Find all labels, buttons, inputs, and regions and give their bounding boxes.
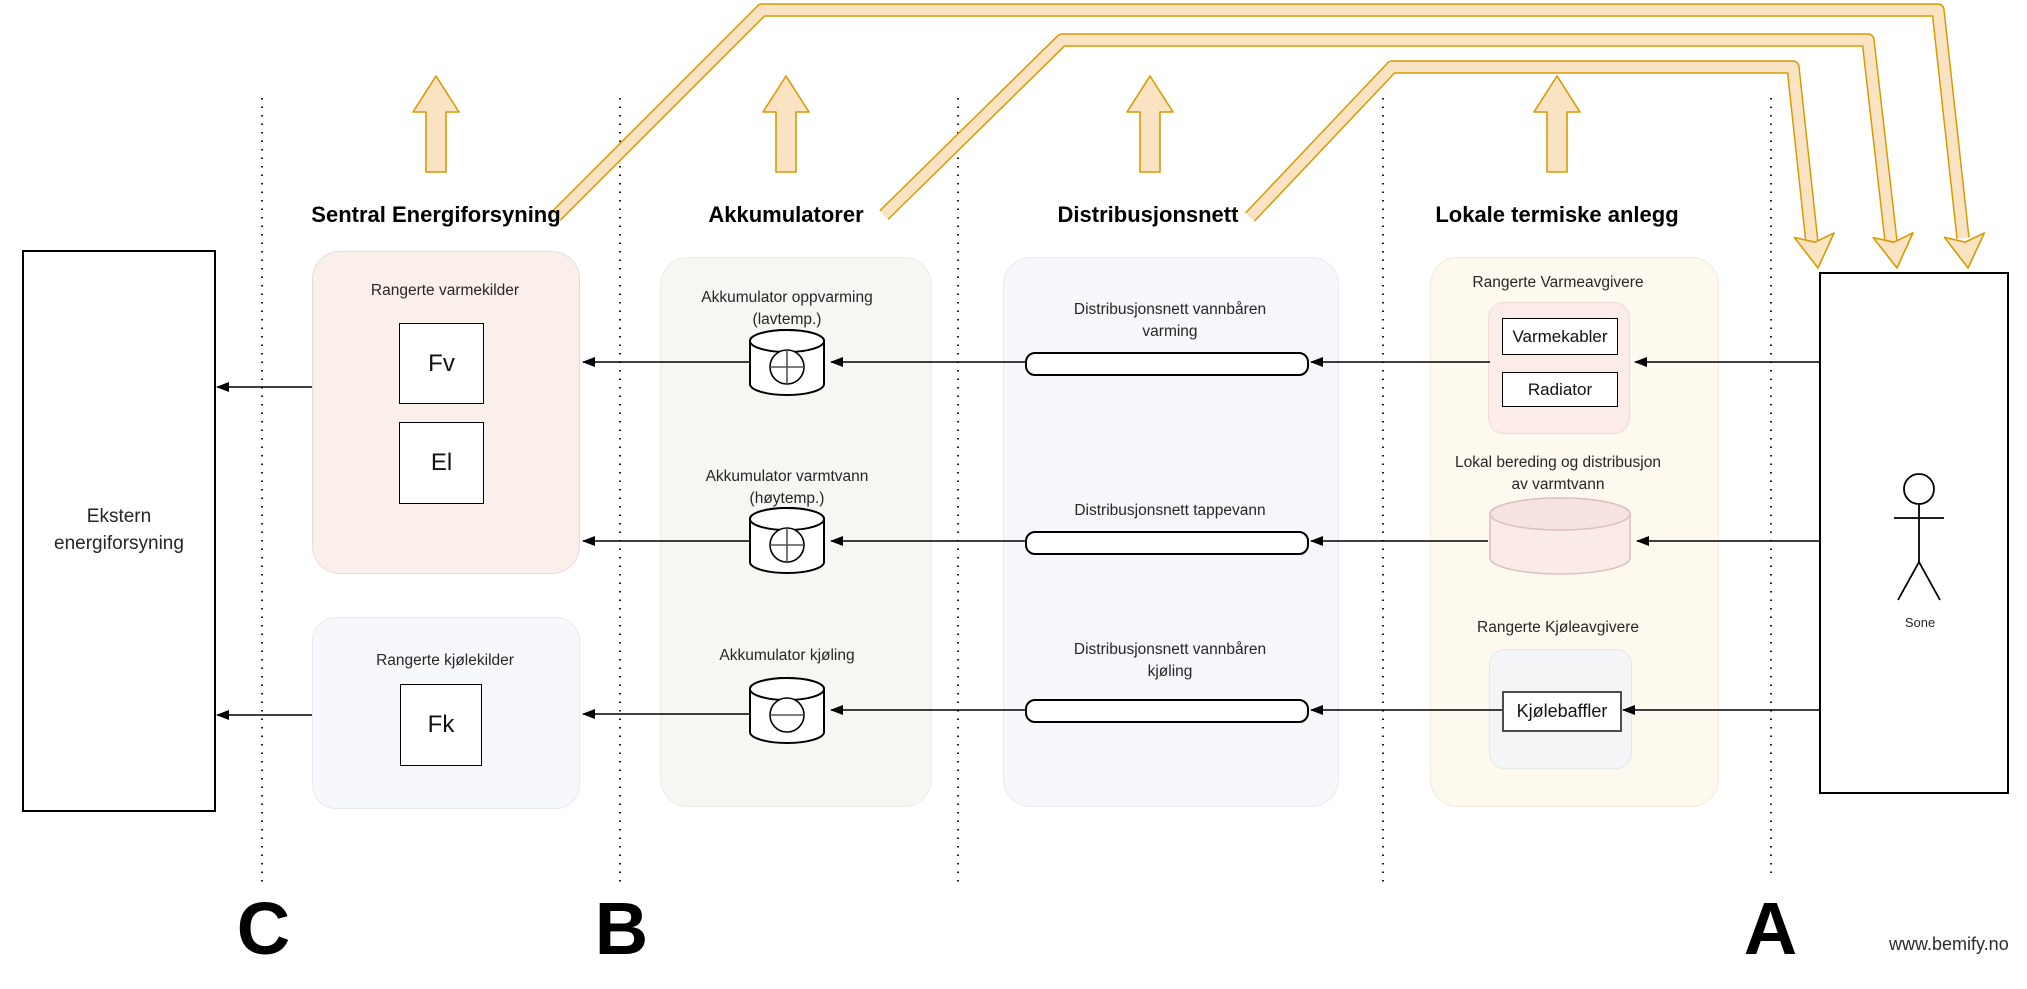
akkumulator-kjoling-label: Akkumulator kjøling — [719, 647, 855, 664]
feedback-arrowhead-icons — [1793, 232, 1986, 269]
akkumulator-oppvarming-label: Akkumulator oppvarming (lavtemp.) — [701, 289, 873, 328]
ekstern-energiforsyning-label: Ekstern energiforsyning — [54, 506, 184, 554]
distribusjonsnett-tappevann-label: Distribusjonsnett tappevann — [1074, 502, 1266, 519]
fv-label: Fv — [428, 349, 455, 377]
fk-label: Fk — [427, 711, 455, 738]
fk-box: Fk — [400, 684, 482, 766]
ekstern-energiforsyning-box: Ekstern energiforsyning — [22, 250, 216, 812]
varmekabler-box: Varmekabler — [1502, 318, 1618, 355]
distribusjonsnett-kjoling-label: Distribusjonsnett vannbåren kjøling — [1073, 641, 1267, 680]
akkumulator-varmtvann-label: Akkumulator varmtvann (høytemp.) — [705, 468, 869, 507]
rangerte-varmekilder-group — [312, 251, 580, 574]
watermark-link[interactable]: www.bemify.no — [1889, 934, 2009, 954]
el-label: El — [430, 449, 453, 476]
fv-box: Fv — [399, 323, 484, 404]
column-title-distribusjonsnett: Distribusjonsnett — [1057, 202, 1239, 227]
akkumulatorer-group — [660, 257, 932, 807]
zone-letter-c: C — [236, 887, 292, 970]
sone-label: Sone — [1904, 615, 1936, 630]
el-box: El — [399, 422, 484, 504]
radiator-box: Radiator — [1502, 372, 1618, 407]
lokal-bereding-label: Lokal bereding og distribusjon av varmtv… — [1455, 454, 1661, 493]
feedback-band-akkumulator — [879, 33, 1898, 242]
column-title-sentral: Sentral Energiforsyning — [311, 202, 561, 227]
kjolebaffler-label: Kjølebaffler — [1516, 701, 1608, 721]
distribusjonsnett-varming-label: Distribusjonsnett vannbåren varming — [1073, 301, 1267, 340]
pipe-vannbaren-varming — [1025, 352, 1309, 376]
rangerte-kjoleavgivere-label: Rangerte Kjøleavgivere — [1477, 619, 1639, 636]
kjolebaffler-box: Kjølebaffler — [1502, 691, 1622, 732]
zone-letter-b: B — [594, 887, 650, 970]
rangerte-varmeavgivere-label: Rangerte Varmeavgivere — [1472, 274, 1644, 291]
rangerte-varmekilder-label: Rangerte varmekilder — [370, 282, 520, 299]
sone-box — [1819, 272, 2009, 794]
pipe-tappevann — [1025, 531, 1309, 555]
rangerte-kjolekilder-label: Rangerte kjølekilder — [376, 652, 514, 669]
up-arrow-icons — [412, 75, 1581, 173]
column-title-akkumulatorer: Akkumulatorer — [708, 202, 864, 227]
zone-letter-a: A — [1743, 887, 1799, 970]
varmekabler-label: Varmekabler — [1512, 326, 1608, 346]
pipe-vannbaren-kjoling — [1025, 699, 1309, 723]
radiator-label: Radiator — [1527, 379, 1593, 399]
column-title-lokale: Lokale termiske anlegg — [1435, 202, 1679, 227]
